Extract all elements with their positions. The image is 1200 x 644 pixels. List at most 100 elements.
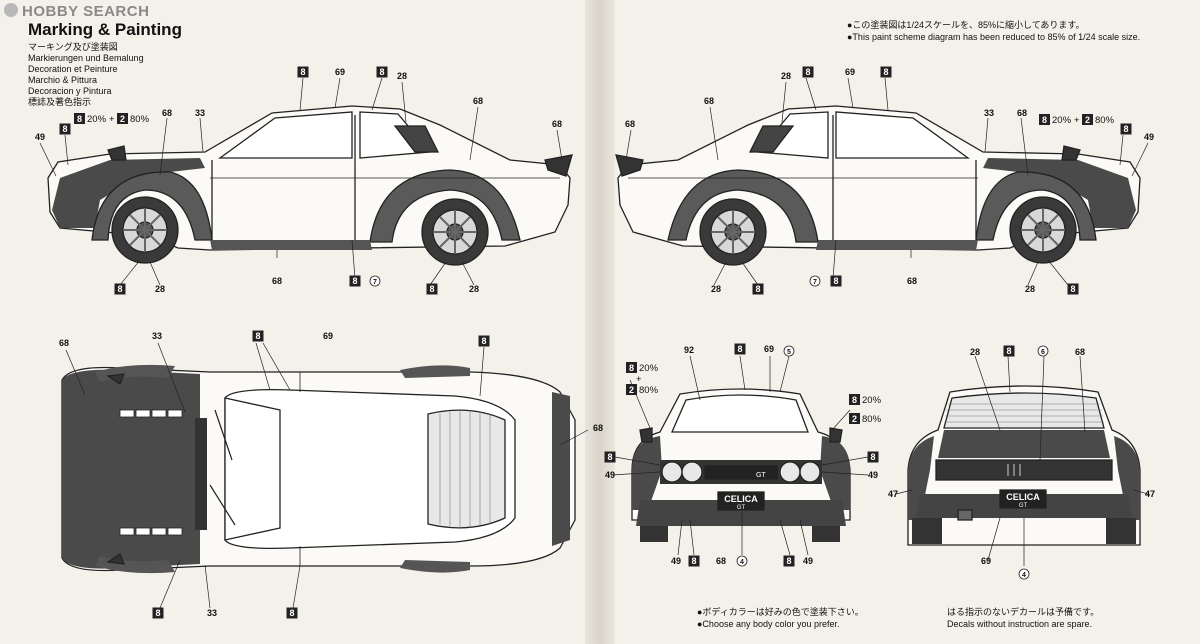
front-spoiler <box>636 500 846 526</box>
top-cowl-vent <box>195 418 207 530</box>
callout-f7: 8 <box>867 451 879 463</box>
callout-label: 68 <box>625 119 635 129</box>
page-gutter <box>585 0 615 644</box>
callout-f4: 5 <box>783 345 795 357</box>
callout-r3: 6 <box>1037 345 1049 357</box>
callout-label: 28 <box>711 284 721 294</box>
callout-label: 28 <box>155 284 165 294</box>
callout-label: 8 <box>379 67 384 77</box>
callout-f9: 49 <box>671 556 681 566</box>
rear-window-lines <box>944 403 1104 423</box>
title-de: Markierungen und Bemalung <box>28 53 144 63</box>
callout-f3: 69 <box>764 344 774 354</box>
callout-label: 68 <box>272 276 282 286</box>
callout-label: 68 <box>552 119 562 129</box>
side-left-window-front <box>218 111 353 159</box>
callout-label: 68 <box>716 556 726 566</box>
callout-c7: 68 <box>473 96 483 106</box>
top-rear-panel <box>552 392 570 546</box>
callout-f8: 49 <box>868 470 878 480</box>
side-left-sill <box>210 240 372 250</box>
callout-d14: 7 <box>809 275 821 287</box>
callout-label: 69 <box>981 556 991 566</box>
callout-box <box>1003 345 1015 357</box>
callout-c8: 49 <box>35 132 45 142</box>
mix-b-percent: 80% <box>862 414 882 425</box>
decal-note-jp: はる指示のないデカールは予備です。 <box>947 607 1100 617</box>
rear-wing-r <box>1114 436 1140 520</box>
callout-label: 68 <box>59 338 69 348</box>
callout-d11: 68 <box>907 276 917 286</box>
mix-plus: + <box>109 114 115 125</box>
callout-c12: 8 <box>349 275 361 287</box>
callout-d1: 28 <box>781 71 791 81</box>
page-title: Marking & Painting <box>28 20 182 39</box>
front-mirror-l-icon <box>639 427 653 443</box>
callout-r8: 4 <box>1018 568 1030 580</box>
rear-window <box>943 392 1105 429</box>
rear-decklid <box>938 430 1110 458</box>
callout-d13: 8 <box>752 283 764 295</box>
callout-label: 8 <box>786 556 791 566</box>
top-wipers <box>209 409 236 526</box>
top-view <box>61 342 589 609</box>
mix-side-right: 8 20% + 2 80% <box>1039 114 1115 126</box>
callout-c1: 8 <box>297 66 309 78</box>
side-right-leaders <box>625 77 1149 286</box>
top-mirror-r-icon <box>106 553 126 565</box>
callout-r2: 8 <box>1003 345 1015 357</box>
callout-c16: 8 <box>426 283 438 295</box>
callout-label: 7 <box>373 279 377 286</box>
callout-d17: 8 <box>1067 283 1079 295</box>
callout-label: 49 <box>671 556 681 566</box>
callout-c4: 28 <box>397 71 407 81</box>
callout-f5: 8 <box>604 451 616 463</box>
callout-label: 49 <box>868 470 878 480</box>
callout-t1: 68 <box>59 338 69 348</box>
callout-f12: 4 <box>736 555 748 567</box>
callout-label: 8 <box>870 452 875 462</box>
rear-exhaust-icon <box>957 509 973 521</box>
callout-c13: 7 <box>369 275 381 287</box>
callout-box <box>286 607 298 619</box>
callout-d10: 49 <box>1144 132 1154 142</box>
callout-box <box>1067 283 1079 295</box>
side-left-louvre <box>393 125 440 153</box>
callout-t6: 68 <box>593 423 603 433</box>
callout-label: 69 <box>335 67 345 77</box>
mix-side-left: 8 20% + 2 80% <box>74 113 150 125</box>
front-plate-sub: GT <box>737 505 746 511</box>
callout-d16: 28 <box>1025 284 1035 294</box>
callout-box <box>114 283 126 295</box>
scale-note: ●この塗装図は1/24スケールを、85%に縮小してあります。 ●This pai… <box>847 19 1140 43</box>
callout-label: 8 <box>607 452 612 462</box>
callout-t5: 8 <box>478 335 490 347</box>
callout-f14: 49 <box>803 556 813 566</box>
callout-c6: 33 <box>195 108 205 118</box>
title-fr: Decoration et Peinture <box>28 64 118 74</box>
callout-c5: 68 <box>162 108 172 118</box>
callout-box <box>734 343 746 355</box>
callout-label: 68 <box>704 96 714 106</box>
callout-r6: 47 <box>1145 489 1155 499</box>
callout-label: 8 <box>429 284 434 294</box>
callout-t3: 8 <box>252 330 264 342</box>
callout-label: 92 <box>684 345 694 355</box>
callout-label: 8 <box>155 608 160 618</box>
title-translations: マーキング及び塗装図 Markierungen und Bemalung Dec… <box>28 42 144 108</box>
callout-label: 33 <box>984 108 994 118</box>
side-view-left <box>39 77 573 286</box>
callout-box <box>830 275 842 287</box>
mix-a-percent: 20% <box>1052 115 1072 126</box>
rear-wing-l <box>908 436 934 520</box>
brand-logo-icon <box>4 3 18 17</box>
callout-box <box>688 555 700 567</box>
front-wheels <box>640 526 840 542</box>
callout-box <box>867 451 879 463</box>
mix-a-percent: 20% <box>87 114 107 125</box>
side-right-rear-arch <box>667 169 819 243</box>
body-color-note-en: ●Choose any body color you prefer. <box>697 619 840 629</box>
rear-light-detail <box>1007 464 1021 476</box>
mix-b-code: 2 <box>852 414 857 424</box>
